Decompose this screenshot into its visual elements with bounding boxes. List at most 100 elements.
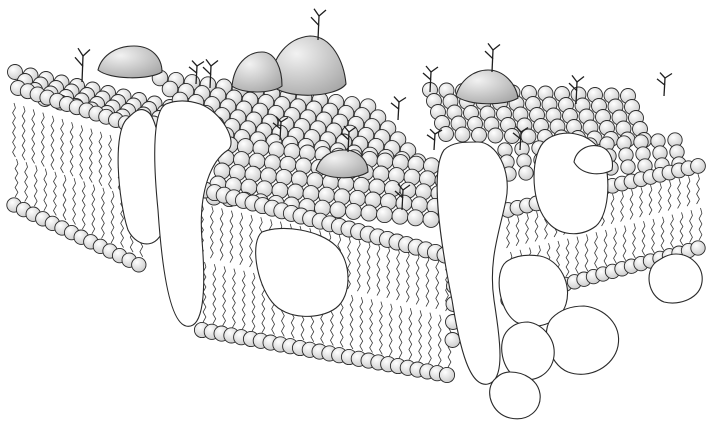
lipid-tail [377, 244, 380, 296]
phospholipid-head [377, 207, 393, 223]
lipid-tail [250, 215, 253, 267]
lipid-tail [92, 185, 95, 234]
glycan-branch [192, 61, 197, 66]
glycan-branch [319, 10, 326, 16]
lipid-tail [360, 297, 363, 351]
lipid-tail [82, 181, 85, 229]
lipid-tail [109, 135, 112, 189]
phospholipid-head [132, 258, 146, 272]
lipid-tail [595, 232, 598, 268]
lipid-tail [699, 208, 702, 240]
glycan-branch [485, 51, 493, 59]
glycan-branch [203, 67, 211, 75]
phospholipid-head [361, 205, 377, 221]
lipid-tail [438, 315, 441, 365]
glycan-branch [391, 103, 399, 109]
lipid-tail [611, 194, 614, 224]
lipid-tail [687, 176, 690, 206]
lipid-tail [357, 239, 360, 291]
glycan-branch [434, 134, 435, 150]
lipid-tail [429, 313, 432, 364]
phospholipid-head [346, 203, 362, 219]
lipid-tail [406, 250, 409, 302]
lipid-tail [668, 181, 671, 211]
glycan-branch [665, 74, 672, 79]
lipid-tail [661, 217, 664, 251]
lipid-tail [576, 237, 579, 274]
lipid-tail [210, 206, 213, 258]
lipid-tail [630, 189, 633, 219]
lipid-tail [380, 302, 383, 355]
phospholipid-head [445, 333, 460, 348]
phospholipid-head [621, 160, 635, 174]
phospholipid-head [423, 211, 439, 227]
lipid-tail [678, 178, 681, 208]
glycan-branch [83, 50, 90, 57]
lipid-tail [230, 211, 233, 263]
lipid-tail [409, 308, 412, 360]
phospholipid-head [392, 208, 408, 224]
lipid-tail [397, 248, 400, 300]
lipid-tail [73, 178, 76, 224]
lipid-tail [89, 129, 92, 183]
phospholipid-head [439, 127, 454, 142]
lipid-tail [99, 132, 102, 186]
lipid-tail [416, 252, 419, 304]
glycan-chain [311, 9, 326, 40]
lipid-tail [240, 213, 243, 265]
glycan-chain [391, 97, 406, 120]
glycan-branch [427, 135, 435, 141]
integral-protein [437, 142, 507, 384]
lipid-tail [80, 125, 83, 179]
glycan-branch [493, 45, 500, 51]
lipid-tail [41, 113, 44, 167]
glycan-branch [488, 43, 493, 50]
glycan-chain [657, 73, 672, 96]
glycan-branch [423, 73, 431, 80]
phospholipid-head [472, 128, 487, 143]
lipid-tail [13, 103, 16, 157]
lipid-tail [25, 162, 28, 201]
lipid-tail [51, 116, 54, 170]
lipid-tail [399, 306, 402, 358]
glycan-branch [189, 67, 197, 73]
glycan-chain [75, 48, 90, 82]
glycan-branch [399, 98, 406, 103]
integral-protein [546, 306, 618, 374]
lipid-tail [652, 219, 655, 253]
lipid-tail [526, 214, 529, 244]
peripheral-protein [232, 52, 282, 92]
glycan-branch [430, 129, 435, 134]
phospholipid-head [455, 127, 470, 142]
glycan-branch [211, 61, 218, 67]
lipid-tail [213, 264, 216, 324]
lipid-tail [387, 246, 390, 298]
glycan-branch [398, 102, 399, 120]
glycan-branch [492, 50, 493, 72]
glycan-branch [82, 56, 83, 82]
lipid-tail [614, 228, 617, 264]
glycan-branch [75, 57, 83, 66]
lipid-tail [516, 216, 519, 246]
peripheral-protein [98, 46, 162, 78]
lipid-tail [585, 234, 588, 271]
glycan-branch [660, 73, 665, 78]
lipid-tail [426, 255, 429, 307]
phospholipid-head [691, 159, 706, 174]
glycan-branch [572, 75, 577, 82]
lipid-tail [535, 211, 538, 241]
glycan-branch [206, 59, 211, 66]
lipid-tail [367, 241, 370, 293]
lipid-tail [34, 165, 37, 206]
lipid-tail [633, 223, 636, 258]
lipid-tail [659, 183, 662, 213]
phospholipid-head [408, 210, 424, 226]
lipid-tail [22, 106, 25, 160]
lipid-tail [252, 273, 255, 331]
glycan-branch [426, 66, 431, 72]
lipid-tail [350, 295, 353, 349]
lipid-tail [44, 169, 47, 211]
lipid-tail [623, 226, 626, 261]
